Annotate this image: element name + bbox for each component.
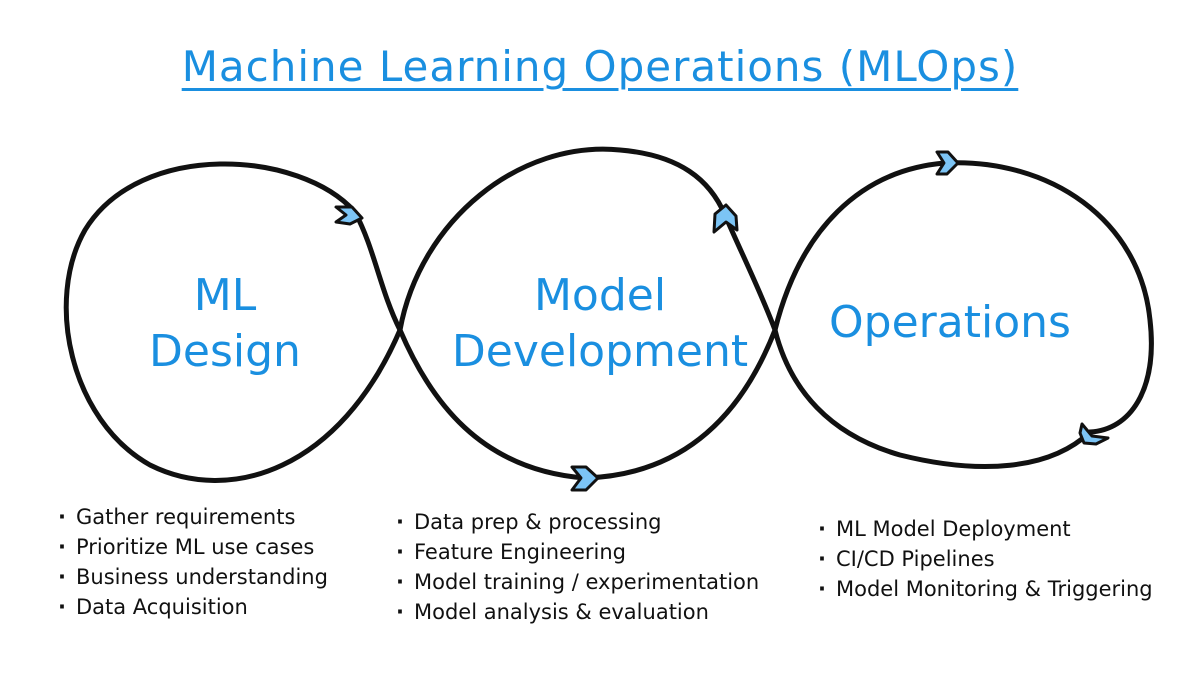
list-item: CI/CD Pipelines <box>818 544 1153 574</box>
model-development-label: Model Development <box>445 268 755 380</box>
model-development-bullet-list: Data prep & processing Feature Engineeri… <box>396 507 759 627</box>
list-item: Business understanding <box>58 562 328 592</box>
model-development-label-line: Model <box>533 270 667 321</box>
ml-design-to-dev-crossing <box>352 209 588 481</box>
ml-design-bullet-list: Gather requirements Prioritize ML use ca… <box>58 502 328 622</box>
chevron-down-icon <box>1078 422 1110 446</box>
list-item: Model training / experimentation <box>396 567 759 597</box>
list-item: Model analysis & evaluation <box>396 597 759 627</box>
chevron-right-icon <box>935 150 960 176</box>
list-item: Prioritize ML use cases <box>58 532 328 562</box>
ml-design-label-line: Design <box>149 326 301 377</box>
operations-label-line: Operations <box>829 297 1071 348</box>
list-item: Model Monitoring & Triggering <box>818 574 1153 604</box>
model-development-loop-top <box>397 146 728 333</box>
ml-design-label: ML Design <box>125 268 325 380</box>
ml-design-label-line: ML <box>193 270 257 321</box>
ml-design-loop <box>63 161 403 483</box>
operations-loop-return <box>772 327 1093 469</box>
chevron-right-icon <box>334 205 364 226</box>
list-item: Data prep & processing <box>396 507 759 537</box>
list-item: Gather requirements <box>58 502 328 532</box>
model-development-label-line: Development <box>451 326 749 377</box>
list-item: Feature Engineering <box>396 537 759 567</box>
operations-bullet-list: ML Model Deployment CI/CD Pipelines Mode… <box>818 514 1153 604</box>
list-item: ML Model Deployment <box>818 514 1153 544</box>
page-title: Machine Learning Operations (MLOps) <box>181 42 1019 91</box>
operations-loop <box>772 160 1154 435</box>
list-item: Data Acquisition <box>58 592 328 622</box>
chevron-right-icon <box>570 465 600 492</box>
chevron-up-icon <box>712 203 739 234</box>
model-development-loop-bottom <box>582 212 778 481</box>
operations-label: Operations <box>825 295 1075 351</box>
